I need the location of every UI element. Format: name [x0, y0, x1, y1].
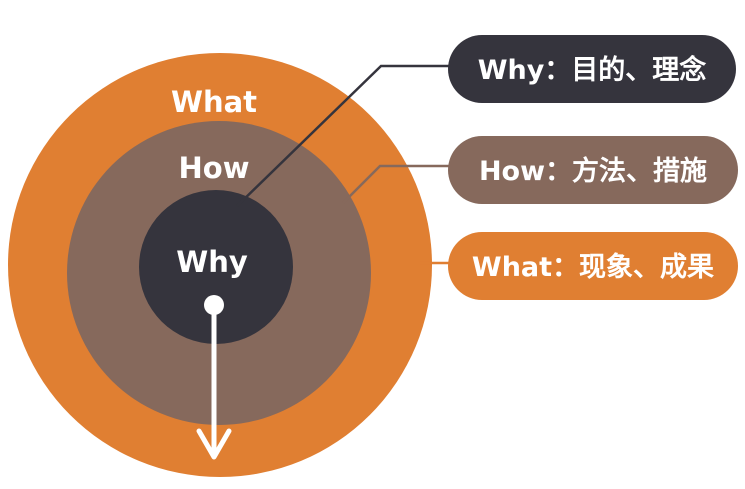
legend-how: How：方法、措施: [448, 136, 738, 204]
inner-circle-label: Why: [176, 245, 248, 279]
legend-why: Why：目的、理念: [448, 35, 736, 103]
connector-line-why: [236, 64, 452, 207]
inner-circle-why: [139, 190, 293, 344]
legend-why-pill: [448, 35, 736, 103]
legend-what-text: What：现象、成果: [472, 251, 714, 283]
middle-circle-label: How: [179, 151, 250, 185]
legend-how-pill: [448, 136, 738, 204]
legend-what: What：现象、成果: [448, 232, 738, 300]
outer-circle-label: What: [171, 85, 257, 119]
down-arrow-icon: [196, 295, 232, 460]
legend-what-pill: [448, 232, 738, 300]
legend-how-text: How：方法、措施: [479, 155, 707, 187]
legend-why-text: Why：目的、理念: [478, 54, 707, 86]
connector-line-how: [342, 164, 452, 204]
